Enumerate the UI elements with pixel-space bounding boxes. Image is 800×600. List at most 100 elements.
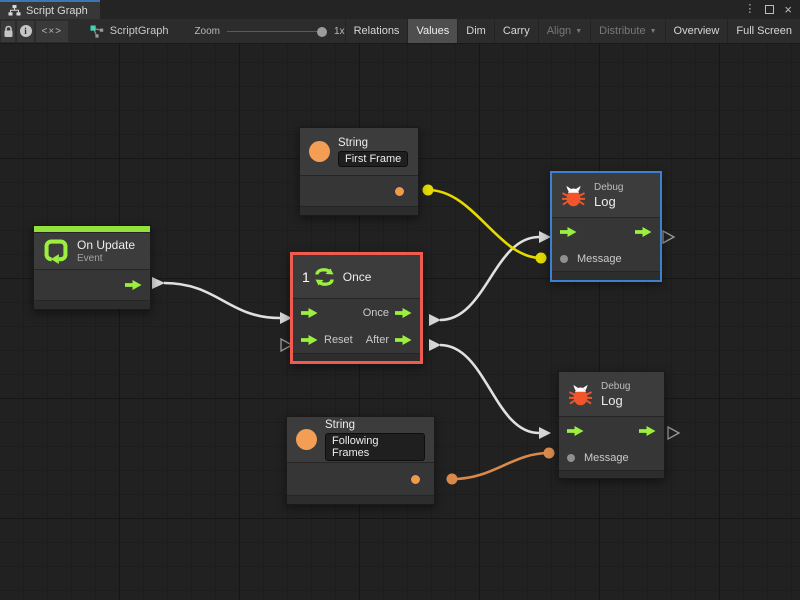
- node-string-first-ports: [300, 176, 418, 206]
- node-title: Once: [342, 269, 372, 284]
- port-label-reset: Reset: [324, 333, 353, 346]
- wire-dot-message-top[interactable]: [535, 252, 547, 264]
- relations-button[interactable]: Relations: [344, 19, 408, 43]
- toolbar: i <×> ScriptGraph Zoom 1x Relations Valu…: [0, 19, 800, 44]
- string-value-field[interactable]: First Frame: [338, 150, 409, 167]
- wire-dot-string-first[interactable]: [422, 184, 434, 196]
- align-label: Align: [546, 25, 572, 37]
- wire-dot-string-following[interactable]: [446, 473, 458, 485]
- wire-dot-message-bottom[interactable]: [543, 447, 555, 459]
- code-icon: <×>: [41, 25, 63, 37]
- node-on-update-ports: [34, 270, 150, 300]
- string-out-port[interactable]: [411, 474, 420, 484]
- lock-button[interactable]: [1, 20, 16, 42]
- node-footer: [34, 300, 150, 309]
- flow-in-port[interactable]: [560, 227, 577, 237]
- wire-once-to-debug-bottom[interactable]: [439, 343, 540, 435]
- node-title: Log: [601, 392, 623, 408]
- debug-bottom-row-2: Message: [559, 445, 664, 470]
- node-string-first-header[interactable]: String First Frame: [300, 128, 418, 176]
- after-out-port[interactable]: [395, 334, 412, 345]
- flow-in-port[interactable]: [567, 426, 584, 436]
- debug-top-row-2: Message: [552, 246, 660, 271]
- carry-button[interactable]: Carry: [493, 19, 538, 43]
- graph-canvas[interactable]: On Update Event String First Frame: [0, 44, 800, 600]
- info-button[interactable]: i: [17, 20, 34, 42]
- message-in-port[interactable]: [560, 254, 568, 263]
- once-row-1: Once: [293, 299, 420, 326]
- wire-start-after-out[interactable]: [429, 339, 441, 351]
- bug-icon: [561, 185, 586, 206]
- node-footer: [300, 206, 418, 215]
- node-string-following-header[interactable]: String Following Frames: [287, 417, 434, 463]
- node-title: String: [325, 418, 356, 431]
- values-button[interactable]: Values: [407, 19, 458, 43]
- lock-icon: [4, 25, 13, 37]
- node-debug-log-top[interactable]: Debug Log Message: [552, 173, 660, 280]
- once-cycle-icon: [315, 267, 334, 286]
- tab-label: Script Graph: [26, 4, 88, 17]
- port-label-message: Message: [577, 252, 622, 265]
- node-on-update-header[interactable]: On Update Event: [34, 232, 150, 270]
- wire-end-debug-bottom-in[interactable]: [539, 427, 551, 439]
- string-value-field[interactable]: Following Frames: [325, 432, 425, 461]
- port-label-once: Once: [362, 306, 389, 319]
- fullscreen-button[interactable]: Full Screen: [727, 19, 800, 43]
- node-on-update[interactable]: On Update Event: [33, 225, 151, 310]
- dim-button[interactable]: Dim: [457, 19, 494, 43]
- port-label-message: Message: [584, 451, 629, 464]
- node-supertitle: Debug: [594, 181, 624, 193]
- once-count: 1: [302, 268, 310, 285]
- node-supertitle: Debug: [601, 380, 631, 392]
- code-view-button[interactable]: <×>: [35, 20, 68, 42]
- wire-start-on-update[interactable]: [152, 277, 165, 289]
- node-debug-log-bottom[interactable]: Debug Log Message: [558, 371, 665, 479]
- window-menu-icon[interactable]: ⋮: [744, 3, 756, 15]
- chevron-down-icon: ▼: [649, 27, 657, 35]
- bug-icon: [568, 384, 593, 405]
- flow-out-port[interactable]: [125, 280, 142, 290]
- unconnected-port-debug-top-out[interactable]: [662, 229, 676, 245]
- wire-once-to-debug-top[interactable]: [439, 235, 540, 322]
- event-color-bar: [34, 226, 150, 232]
- wire-on-update-to-once[interactable]: [163, 281, 281, 320]
- align-dropdown[interactable]: Align ▼: [537, 19, 590, 43]
- node-footer: [287, 495, 434, 504]
- window-controls: ⋮ ×: [744, 0, 800, 19]
- overview-button[interactable]: Overview: [664, 19, 728, 43]
- close-icon[interactable]: ×: [784, 2, 792, 17]
- debug-bottom-row-1: [559, 417, 664, 445]
- distribute-dropdown[interactable]: Distribute ▼: [590, 19, 664, 43]
- node-string-first-frame[interactable]: String First Frame: [299, 127, 419, 216]
- reset-in-port[interactable]: [301, 334, 318, 345]
- node-string-following-frames[interactable]: String Following Frames: [286, 416, 435, 505]
- node-once-header[interactable]: 1 Once: [293, 255, 420, 299]
- node-once[interactable]: 1 Once Once: [293, 255, 420, 361]
- flow-out-port[interactable]: [635, 227, 652, 237]
- node-debug-bottom-header[interactable]: Debug Log: [559, 372, 664, 417]
- distribute-label: Distribute: [599, 25, 646, 37]
- node-footer: [293, 353, 420, 361]
- tab-script-graph[interactable]: Script Graph: [0, 0, 100, 19]
- once-out-port[interactable]: [395, 307, 412, 318]
- chevron-down-icon: ▼: [575, 27, 583, 35]
- node-debug-top-header[interactable]: Debug Log: [552, 173, 660, 218]
- string-out-port[interactable]: [395, 186, 404, 196]
- flow-out-port[interactable]: [639, 426, 656, 436]
- zoom-label: Zoom: [194, 25, 221, 37]
- wire-start-once-out[interactable]: [429, 314, 441, 326]
- unconnected-port-debug-bottom-out[interactable]: [667, 425, 681, 441]
- flow-in-port[interactable]: [301, 307, 318, 318]
- zoom-control: Zoom 1x: [194, 25, 345, 37]
- graph-tab-icon: [8, 5, 21, 16]
- zoom-slider[interactable]: [227, 26, 328, 37]
- graph-breadcrumb[interactable]: ScriptGraph: [90, 25, 168, 38]
- node-footer: [552, 271, 660, 280]
- wire-string-first-to-message[interactable]: [427, 188, 542, 260]
- wire-string-following-to-message[interactable]: [451, 451, 550, 481]
- message-in-port[interactable]: [567, 453, 575, 462]
- string-type-icon: [296, 429, 317, 450]
- zoom-slider-handle[interactable]: [317, 26, 328, 37]
- maximize-icon[interactable]: [765, 5, 775, 14]
